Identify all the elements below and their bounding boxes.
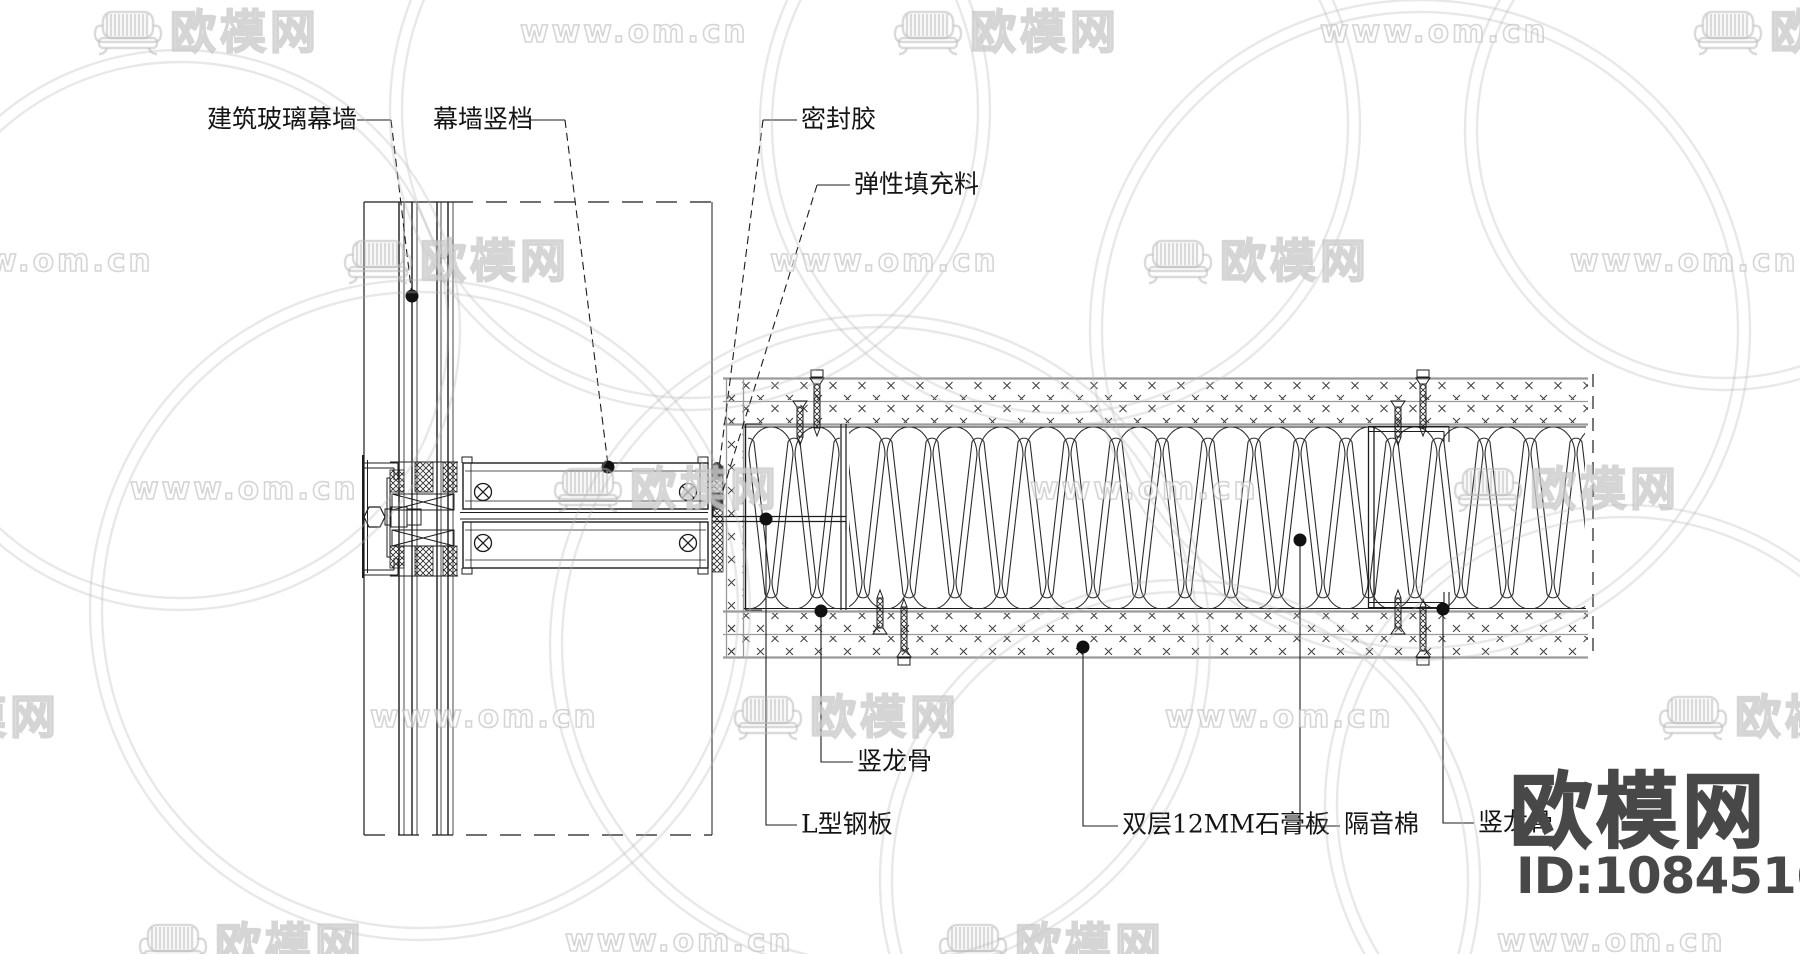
watermark-brand: 欧模网 [1220,234,1370,288]
watermark-row: 欧模网 www.om.cn 欧模网 www.om.cn 欧模网 [0,689,1800,745]
gypsum-board-end-return [727,379,743,657]
sealant-bead-top [711,462,723,480]
l-steel-plate [712,507,847,530]
watermark-brand: 欧模网 [630,462,780,516]
leader-dot [759,512,773,526]
watermark-url: www.om.cn [770,243,999,279]
watermark-url: www.om.cn [520,14,749,50]
site-logo-title: 欧模网 [1510,765,1768,860]
watermark-brand: 欧模网 [1530,462,1680,516]
mullion-screw-symbol [473,533,493,553]
mullion-anchor-bracket [362,455,422,578]
watermark-url: www.om.cn [1030,471,1259,507]
callout-sealant: 密封胶 [718,105,876,469]
watermark-brand: 欧模网 [215,918,365,954]
glass-panes [398,202,454,835]
board-face-lines [723,377,1588,659]
site-logo-id: ID:1084516 [1516,847,1800,905]
watermark-brand: 欧模网 [1770,5,1800,59]
leader-dot [405,289,419,303]
gypsum-board-inner-top [728,403,1588,423]
curtain-wall-section [363,201,713,836]
watermark-brand: 欧模网 [970,5,1120,59]
callout-elastic-filler: 弹性填充料 [720,170,979,498]
callouts: 建筑玻璃幕墙 幕墙竖档 密封胶 弹性填充料 竖龙骨 [207,105,1553,839]
watermark-url: www.om.cn [1320,14,1549,50]
leader-dot [1076,640,1090,654]
callout-insulation: 隔音棉 [1293,533,1419,839]
callout-label: 建筑玻璃幕墙 [207,105,357,134]
watermark-brand: 欧模网 [1015,918,1165,954]
glazing-gaskets [389,461,458,577]
watermark-brand: 欧模网 [0,690,60,744]
callout-label: 隔音棉 [1344,810,1419,839]
watermark-brand: 欧模网 [810,690,960,744]
watermark-url: www.om.cn [1165,699,1394,735]
mullion-assembly [362,455,709,578]
leader-dot [601,460,615,474]
gypsum-board-inner-bottom [728,613,1588,632]
stud-mid-c-channel [1367,425,1450,609]
callout-label: 双层12MM石膏板 [1122,810,1330,839]
callout-label: 弹性填充料 [854,170,979,199]
callout-label: 密封胶 [801,105,876,134]
callout-stud-left: 竖龙骨 [814,604,932,776]
mullion-screw-symbol [678,533,698,553]
leader-dot [1293,533,1307,547]
callout-stud-right: 竖龙骨 [1436,602,1553,837]
watermark-row: 欧模网 www.om.cn 欧模网 www.om.cn [138,917,1726,954]
watermark-url: www.om.cn [565,923,794,954]
insulation-batt-main [849,427,1585,609]
watermark-row: www.om.cn 欧模网 www.om.cn 欧模网 [129,461,1680,517]
sealant-bead-bottom [711,492,723,510]
leader-dot [814,604,828,618]
callout-mullion: 幕墙竖档 [433,105,615,474]
watermark-row: www.om.cn 欧模网 www.om.cn 欧模网 www.om.cn [0,233,1799,289]
watermark-url: www.om.cn [1570,243,1799,279]
partition-wall [712,369,1594,666]
site-logo: 欧模网 ID:1084516 [1509,764,1800,905]
callout-l-steel-plate: L型钢板 [759,512,893,839]
callout-label: L型钢板 [801,810,893,839]
joint-filler [711,462,724,573]
mullion-tubes [460,456,709,575]
callout-label: 幕墙竖档 [433,105,533,134]
watermark-url: www.om.cn [0,243,154,279]
callout-label: 竖龙骨 [1478,808,1553,837]
watermark-row: 欧模网 www.om.cn 欧模网 www.om.cn 欧模网 [93,4,1800,60]
watermark-url: www.om.cn [130,471,359,507]
watermark-brand: 欧模网 [1735,690,1800,744]
callout-label: 竖龙骨 [857,747,932,776]
watermark-url: www.om.cn [370,699,599,735]
leader-dot [1436,602,1450,616]
mullion-screw-symbol [473,482,493,502]
watermark-url: www.om.cn [1497,923,1726,954]
watermark-brand: 欧模网 [420,234,570,288]
gypsum-board-outer-bottom [728,636,1588,655]
callout-glass-curtain-wall: 建筑玻璃幕墙 [207,105,419,303]
callout-gypsum-board: 双层12MM石膏板 [1076,640,1330,839]
watermark-brand: 欧模网 [170,5,320,59]
gypsum-board-outer-top [728,380,1588,400]
